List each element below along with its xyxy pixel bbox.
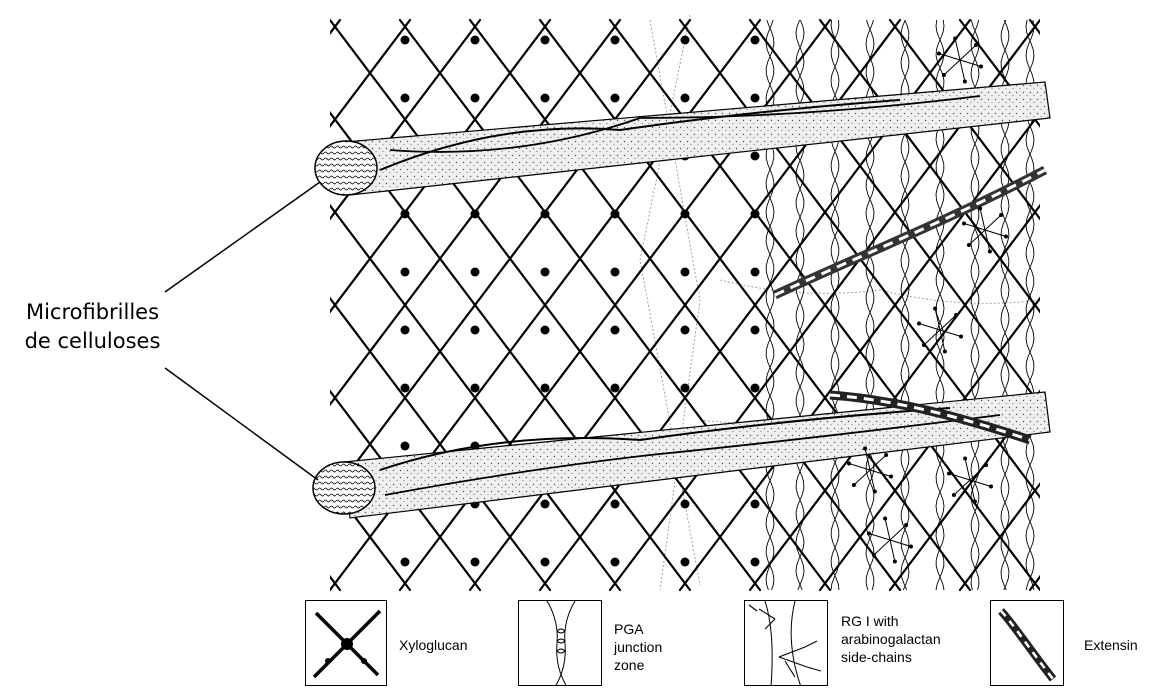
legend-rg-line2: arabinogalactan	[841, 630, 941, 648]
leader-line-upper	[165, 182, 320, 292]
microfibril-label: Microfibrilles de celluloses	[10, 298, 175, 356]
crossed-strands-icon	[305, 600, 387, 686]
legend-pga-label: PGA junction zone	[614, 620, 662, 674]
microfibril-label-line2: de celluloses	[10, 327, 175, 356]
branched-side-chains-icon	[744, 600, 828, 686]
legend-rg-line3: side-chains	[841, 648, 941, 666]
legend-rg-label: RG I with arabinogalactan side-chains	[841, 612, 941, 666]
legend-pga-line1: PGA junction	[614, 620, 662, 656]
legend-rg-line1: RG I with	[841, 612, 941, 630]
legend-extensin-label: Extensin	[1084, 636, 1138, 654]
microfibril-label-line1: Microfibrilles	[10, 298, 175, 327]
double-helix-junction-icon	[518, 600, 602, 686]
legend-pga-line2: zone	[614, 656, 662, 674]
leader-line-lower	[165, 368, 318, 480]
legend-xyloglucan-label: Xyloglucan	[399, 636, 468, 654]
helical-rod-icon	[990, 600, 1064, 686]
